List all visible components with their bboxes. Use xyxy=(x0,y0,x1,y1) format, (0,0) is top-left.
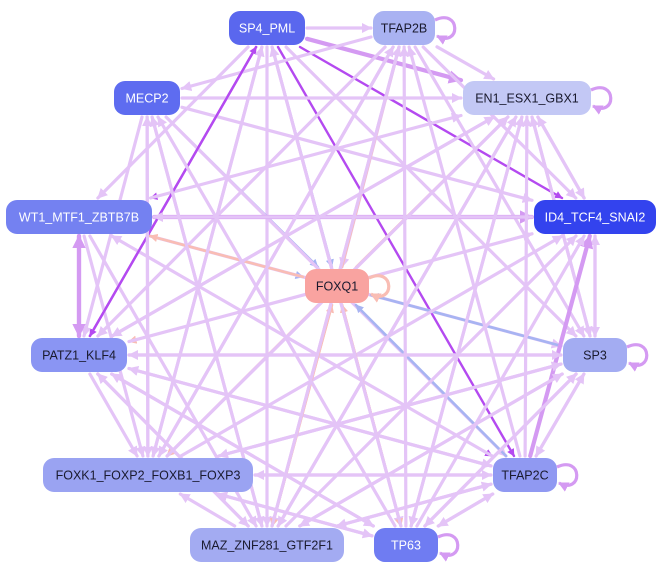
edge-tp63-to-sp3 xyxy=(423,372,578,528)
edge-tp63-to-id4_tcf4_snai2 xyxy=(415,234,586,528)
edge-tfap2b-to-id4_tcf4_snai2 xyxy=(421,45,578,200)
edge-tfap2c-to-sp3 xyxy=(534,372,586,458)
edge-tfap2b-to-en1_esx1_gbx1 xyxy=(435,45,496,81)
edge-tp63-to-foxk1_foxp2_foxb1_foxp3 xyxy=(216,491,374,538)
node-tp63: TP63 xyxy=(374,528,438,562)
self-loop-tfap2b xyxy=(434,16,457,45)
node-id4_tcf4_snai2: ID4_TCF4_SNAI2 xyxy=(534,200,656,234)
edge-wt1_mtf1_zbtb7b-to-en1_esx1_gbx1 xyxy=(148,112,463,200)
node-layer: SP4_PML TFAP2B MECP2 EN1_ESX1_GBX1WT1_MTF1_… xyxy=(6,11,656,562)
node-box xyxy=(374,528,438,562)
edge-layer xyxy=(72,22,601,539)
node-label: FOXK1_FOXP2_FOXB1_FOXP3 xyxy=(56,469,241,483)
edge-tfap2c-to-id4_tcf4_snai2 xyxy=(528,233,594,459)
edge-tp63-to-tfap2c xyxy=(436,492,495,528)
edge-patz1_klf4-to-foxk1_foxp2_foxb1_foxp3 xyxy=(88,372,139,458)
node-patz1_klf4: PATZ1_KLF4 xyxy=(31,338,127,372)
edge-maz_znf281_gtf2f1-to-en1_esx1_gbx1 xyxy=(276,115,518,528)
edge-sp4_pml-to-en1_esx1_gbx1 xyxy=(304,36,464,84)
node-label: SP4_PML xyxy=(239,22,295,36)
node-label: TFAP2B xyxy=(381,22,428,36)
node-box xyxy=(493,458,557,492)
edge-foxk1_foxp2_foxb1_foxp3-to-tfap2b xyxy=(157,45,395,458)
node-label: WT1_MTF1_ZBTB7B xyxy=(19,211,139,225)
edge-maz_znf281_gtf2f1-to-id4_tcf4_snai2 xyxy=(284,234,578,528)
self-loop-tfap2c xyxy=(556,463,579,492)
node-foxq1: FOXQ1 xyxy=(305,269,369,303)
node-label: MECP2 xyxy=(125,92,168,106)
node-box xyxy=(31,338,127,372)
edge-tp63-to-mecp2 xyxy=(156,115,397,528)
node-wt1_mtf1_zbtb7b: WT1_MTF1_ZBTB7B xyxy=(6,200,152,234)
node-sp4_pml: SP4_PML xyxy=(229,11,305,45)
node-box xyxy=(229,11,305,45)
node-label: SP3 xyxy=(583,349,607,363)
edge-foxk1_foxp2_foxb1_foxp3-to-mecp2 xyxy=(142,115,153,458)
node-box xyxy=(6,200,152,234)
node-label: ID4_TCF4_SNAI2 xyxy=(545,211,646,225)
edge-foxk1_foxp2_foxb1_foxp3-to-id4_tcf4_snai2 xyxy=(179,234,564,458)
node-sp3: SP3 xyxy=(563,338,627,372)
node-box xyxy=(563,338,627,372)
node-mecp2: MECP2 xyxy=(114,81,180,115)
node-maz_znf281_gtf2f1: MAZ_ZNF281_GTF2F1 xyxy=(190,528,344,562)
edge-foxq1-to-wt1_mtf1_zbtb7b xyxy=(148,233,305,279)
self-loop-sp3 xyxy=(626,343,649,372)
edge-id4_tcf4_snai2-to-en1_esx1_gbx1 xyxy=(536,115,586,200)
edge-tfap2c-to-wt1_mtf1_zbtb7b xyxy=(110,234,494,458)
edge-tp63-to-patz1_klf4 xyxy=(110,372,375,528)
edge-maz_znf281_gtf2f1-to-foxk1_foxp2_foxb1_foxp3 xyxy=(178,492,237,528)
node-box xyxy=(373,11,435,45)
edge-tp63-to-tfap2b xyxy=(399,45,410,528)
node-tfap2c: TFAP2C xyxy=(493,458,557,492)
edge-tp63-to-en1_esx1_gbx1 xyxy=(409,115,525,528)
self-loop-layer xyxy=(368,16,649,562)
edge-foxk1_foxp2_foxb1_foxp3-to-sp3 xyxy=(217,361,563,458)
node-box xyxy=(463,81,591,115)
edge-foxk1_foxp2_foxb1_foxp3-to-sp4_pml xyxy=(151,45,265,458)
edge-patz1_klf4-to-en1_esx1_gbx1 xyxy=(110,115,496,338)
node-label: EN1_ESX1_GBX1 xyxy=(475,92,579,106)
self-loop-tp63 xyxy=(437,533,460,562)
node-label: FOXQ1 xyxy=(316,280,358,294)
node-box xyxy=(534,200,656,234)
node-box xyxy=(43,458,253,492)
node-tfap2b: TFAP2B xyxy=(373,11,435,45)
node-label: TFAP2C xyxy=(501,469,548,483)
node-box xyxy=(305,269,369,303)
node-label: TP63 xyxy=(391,539,421,553)
self-loop-foxq1 xyxy=(368,274,391,303)
node-foxk1_foxp2_foxb1_foxp3: FOXK1_FOXP2_FOXB1_FOXP3 xyxy=(43,458,253,492)
node-en1_esx1_gbx1: EN1_ESX1_GBX1 xyxy=(463,81,591,115)
node-box xyxy=(114,81,180,115)
node-box xyxy=(190,528,344,562)
node-label: PATZ1_KLF4 xyxy=(42,349,116,363)
node-label: MAZ_ZNF281_GTF2F1 xyxy=(201,539,333,553)
edge-maz_znf281_gtf2f1-to-mecp2 xyxy=(149,115,264,528)
self-loop-en1_esx1_gbx1 xyxy=(590,86,613,115)
